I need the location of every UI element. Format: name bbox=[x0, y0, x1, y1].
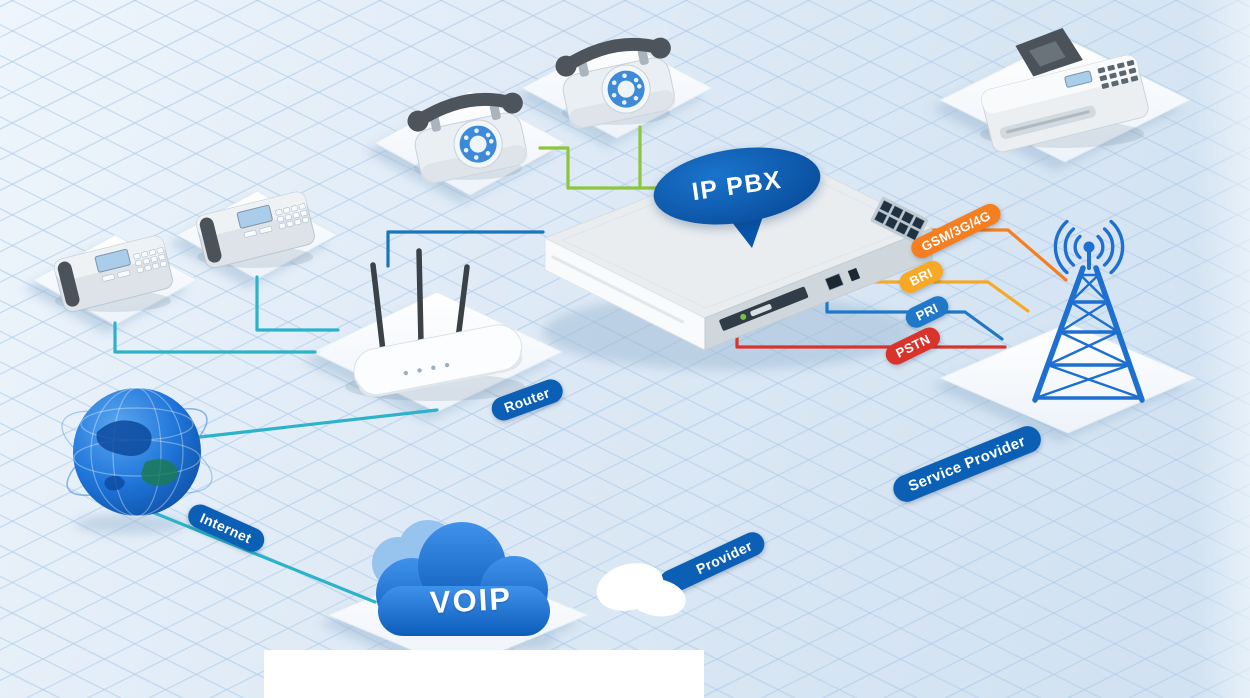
lan-line-router-pbx bbox=[386, 230, 545, 268]
router-body bbox=[353, 324, 523, 397]
internet-line-router bbox=[198, 408, 439, 439]
voip-label: VOIP bbox=[429, 580, 513, 621]
internet-globe bbox=[61, 387, 213, 517]
analog-phone-1 bbox=[406, 89, 536, 186]
voip-cloud-main bbox=[376, 522, 550, 636]
pbx-lan-port bbox=[824, 273, 844, 291]
ip-pbx-label-text: IP PBX bbox=[690, 165, 784, 206]
lan-line-ip-phone-2 bbox=[255, 275, 340, 332]
ip-pbx bbox=[543, 147, 934, 351]
signal-waves-icon bbox=[1053, 219, 1125, 275]
lan-line-ip-phone-1 bbox=[113, 321, 317, 354]
analog-line-1 bbox=[538, 146, 670, 190]
watermark-cover-bottom bbox=[264, 650, 704, 698]
ip-phone-2 bbox=[194, 189, 317, 271]
platform-tower bbox=[938, 322, 1198, 434]
right-edge-light-band bbox=[1192, 0, 1250, 698]
voip-cloud bbox=[372, 520, 550, 636]
fax-keypad bbox=[1097, 60, 1139, 89]
fax-machine bbox=[980, 27, 1149, 153]
fax-display bbox=[1064, 70, 1093, 88]
pbx-port-bank bbox=[870, 196, 929, 244]
ip-phone-1 bbox=[52, 233, 175, 315]
pbx-brand-logo bbox=[750, 304, 772, 317]
analog-phone-2 bbox=[554, 34, 684, 131]
cell-tower bbox=[1032, 219, 1145, 403]
wifi-router bbox=[345, 248, 525, 401]
internet-line-voip bbox=[145, 495, 377, 604]
